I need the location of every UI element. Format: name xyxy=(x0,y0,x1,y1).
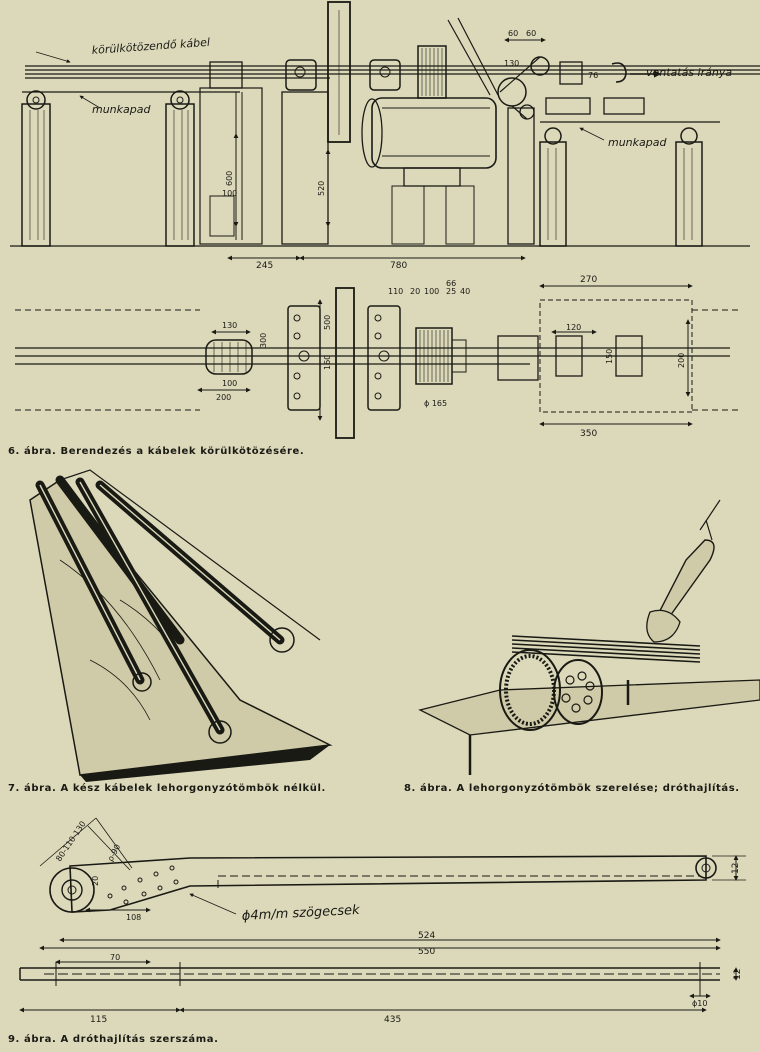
fig7-finished-cables-illustration xyxy=(29,469,333,782)
tool-top-view xyxy=(39,817,746,915)
dim-text: 66 xyxy=(446,279,456,288)
fig6-side-view: körülkötözendő kábel munkapad munkapad v… xyxy=(10,1,760,271)
right-support-posts xyxy=(539,121,720,247)
dim-text: 80-110-130 xyxy=(54,820,87,864)
dim-text: 160 xyxy=(323,355,332,370)
direction-label: vontatás iránya xyxy=(646,66,732,79)
dim-text: ϕ10 xyxy=(692,999,707,1008)
dim-text: 20 xyxy=(91,876,100,886)
dim-text: 115 xyxy=(90,1015,107,1025)
dim-text: 550 xyxy=(418,947,435,957)
center-frame xyxy=(281,1,401,245)
left-support-posts xyxy=(21,90,240,247)
dim-text: 270 xyxy=(580,275,597,285)
fig9-wire-bending-tool: 80-110-130 ρ-90 20 108 12 ϕ4m/m szögecse… xyxy=(19,817,746,1025)
dim-text: 500 xyxy=(323,315,332,330)
wire-coil-top xyxy=(415,327,467,385)
dim-text: 130 xyxy=(504,59,519,68)
fig9-caption: 9. ábra. A dróthajlítás szerszáma. xyxy=(8,1034,219,1045)
dim-text: 100 xyxy=(424,287,439,296)
dim-text: 100 xyxy=(222,379,237,388)
cable-label: körülkötözendő kábel xyxy=(91,36,210,57)
dim-text: 60 xyxy=(508,29,518,38)
wire-coil-side xyxy=(417,17,499,99)
dim-text: 20 xyxy=(410,287,420,296)
dim-text: 245 xyxy=(256,261,273,271)
dim-text: 600 xyxy=(225,171,234,186)
electric-motor xyxy=(361,97,497,245)
dim-text: 25 xyxy=(446,287,456,296)
dim-text: 524 xyxy=(418,931,435,941)
dim-text: 520 xyxy=(317,181,326,196)
dim-text: 12 xyxy=(733,969,743,980)
bearing-blocks-top xyxy=(287,287,401,439)
dim-text: 70 xyxy=(110,953,120,962)
fig7-caption: 7. ábra. A kész kábelek lehorgonyzótömbö… xyxy=(8,783,326,794)
pulley-mechanism xyxy=(497,56,662,245)
dim-text: 200 xyxy=(216,393,231,402)
dim-text: 40 xyxy=(460,287,470,296)
dim-text: 300 xyxy=(259,333,268,348)
dim-text: 780 xyxy=(390,261,407,271)
clamp-assembly-top xyxy=(497,299,740,413)
dim-text: 130 xyxy=(222,321,237,330)
dim-text: 350 xyxy=(580,429,597,439)
left-guide-frame xyxy=(199,61,263,245)
fig8-caption: 8. ábra. A lehorgonyzótömbök szerelése; … xyxy=(404,783,740,794)
bench-label-left: munkapad xyxy=(92,103,151,116)
dim-text: 108 xyxy=(126,913,141,922)
bench-label-right: munkapad xyxy=(608,136,667,149)
dim-text: 110 xyxy=(388,287,403,296)
fig8-anchor-block-assembly-illustration xyxy=(418,499,760,775)
dim-text: 120 xyxy=(566,323,581,332)
dim-text: ϕ 165 xyxy=(424,399,447,408)
dim-text: 12 xyxy=(731,863,741,874)
dim-text: 435 xyxy=(384,1015,401,1025)
dim-text: 60 xyxy=(526,29,536,38)
dim-text: 150 xyxy=(605,349,614,364)
fig6-top-view: 130 300 100 200 500 160 110 20 100 66 25… xyxy=(15,275,740,439)
fig6-caption: 6. ábra. Berendezés a kábelek körülkötöz… xyxy=(8,446,305,457)
guide-roller-top xyxy=(205,339,253,375)
dim-text: 100 xyxy=(222,189,237,198)
dim-text: 76 xyxy=(588,71,598,80)
tool-side-view xyxy=(19,937,739,1013)
dim-text: 200 xyxy=(677,353,686,368)
rivets-label: ϕ4m/m szögecsek xyxy=(241,903,360,924)
